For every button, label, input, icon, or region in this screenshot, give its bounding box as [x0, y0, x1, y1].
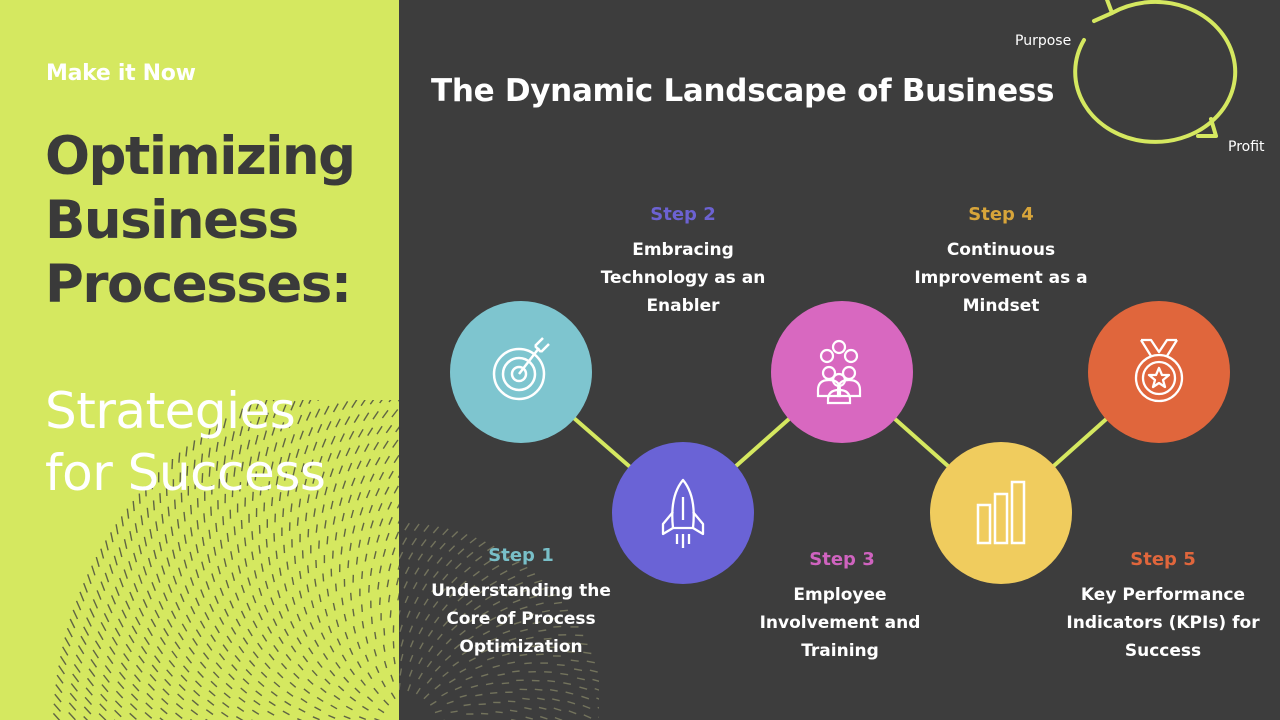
step-3-label: Step 3 [809, 549, 875, 570]
step-4-circle [930, 442, 1072, 584]
subtitle: Strategies for Success [45, 380, 326, 504]
step-text-line: Core of Process [446, 609, 596, 629]
title-line: Optimizing [45, 126, 356, 187]
profit-label: Profit [1228, 139, 1265, 155]
step-text-line: Indicators (KPIs) for [1066, 613, 1260, 633]
step-text-line: Improvement as a [914, 268, 1088, 288]
people-icon [816, 339, 862, 405]
step-text-line: Optimization [459, 637, 583, 657]
step-text-line: Embracing [632, 240, 734, 260]
eyebrow-label: Make it Now [46, 61, 196, 86]
step-text-line: Key Performance [1080, 585, 1246, 605]
step-5-label: Step 5 [1130, 549, 1196, 570]
right-panel: The Dynamic Landscape of Business Purpos… [399, 0, 1280, 720]
left-panel: Make it Now Optimizing Business Processe… [0, 0, 399, 720]
step-4-label: Step 4 [968, 204, 1034, 225]
step-3-circle [771, 301, 913, 443]
step-text-line: Mindset [962, 296, 1040, 316]
step-text-line: Technology as an [600, 268, 766, 288]
subtitle-line: for Success [45, 444, 326, 502]
step-text-line: Continuous [946, 240, 1056, 260]
page-heading: The Dynamic Landscape of Business [431, 73, 1055, 109]
title-line: Business [45, 190, 299, 251]
step-5-text: Key Performance Indicators (KPIs) for Su… [1063, 581, 1263, 665]
step-3-text: Employee Involvement and Training [740, 581, 940, 665]
step-text-line: Enabler [646, 296, 720, 316]
step-2-circle [612, 442, 754, 584]
step-text-line: Success [1124, 641, 1202, 661]
step-2-label: Step 2 [650, 204, 716, 225]
medal-icon [1134, 338, 1184, 403]
subtitle-line: Strategies [45, 382, 296, 440]
step-5-circle [1088, 301, 1230, 443]
step-1-circle [450, 301, 592, 443]
cycle-arrows-icon [1073, 0, 1238, 144]
step-4-text: Continuous Improvement as a Mindset [901, 236, 1101, 320]
step-text-line: Employee [793, 585, 887, 605]
main-title: Optimizing Business Processes: [45, 125, 356, 317]
step-circles [450, 301, 1230, 584]
title-line: Processes: [45, 254, 352, 315]
bar-chart-icon [976, 480, 1026, 545]
step-1-label: Step 1 [488, 545, 554, 566]
step-1-text: Understanding the Core of Process Optimi… [421, 577, 621, 661]
step-text-line: Understanding the [431, 581, 611, 601]
step-text-line: Training [801, 641, 879, 661]
target-icon [492, 337, 550, 401]
rocket-icon [661, 478, 705, 548]
step-text-line: Involvement and [759, 613, 921, 633]
purpose-label: Purpose [1015, 33, 1072, 49]
dashed-wave-pattern [52, 400, 399, 720]
step-2-text: Embracing Technology as an Enabler [583, 236, 783, 320]
dashed-wave-pattern-right [399, 522, 599, 720]
